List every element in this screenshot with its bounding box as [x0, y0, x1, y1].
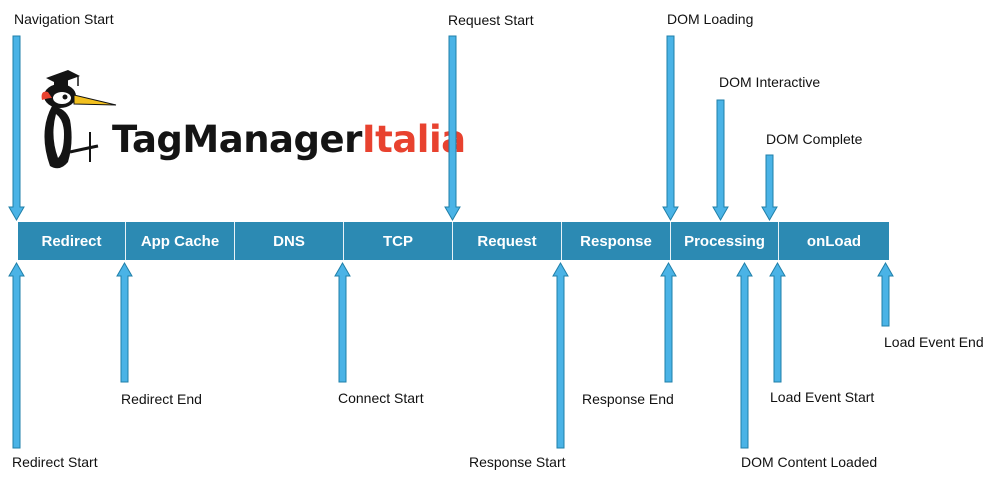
arrow-load-event-end-icon [877, 261, 894, 327]
segment-app-cache: App Cache [126, 222, 235, 260]
arrow-response-start-icon [552, 261, 569, 449]
segment-onload: onLoad [779, 222, 889, 260]
segment-response: Response [562, 222, 671, 260]
label-request-start: Request Start [448, 12, 534, 28]
label-dom-content-loaded: DOM Content Loaded [741, 454, 878, 470]
arrow-request-start-icon [444, 35, 461, 222]
label-connect-start: Connect Start [338, 390, 424, 406]
arrow-dom-interactive-icon [712, 99, 729, 222]
segment-request: Request [453, 222, 562, 260]
label-dom-loading: DOM Loading [667, 11, 754, 27]
logo-text-dark: TagManager [112, 118, 362, 161]
label-redirect-end: Redirect End [121, 391, 202, 407]
arrow-navigation-start-icon [8, 35, 25, 222]
arrow-load-event-start-icon [769, 261, 786, 383]
segment-processing: Processing [671, 222, 779, 260]
arrow-redirect-end-icon [116, 261, 133, 383]
timeline-bar: Redirect App Cache DNS TCP Request Respo… [18, 222, 889, 260]
label-load-event-start: Load Event Start [770, 389, 875, 405]
label-response-end: Response End [582, 391, 674, 407]
label-dom-interactive: DOM Interactive [719, 74, 821, 90]
label-redirect-start: Redirect Start [12, 454, 98, 470]
arrow-dom-complete-icon [761, 154, 778, 222]
label-response-start: Response Start [469, 454, 566, 470]
arrow-dom-content-loaded-icon [736, 261, 753, 449]
label-navigation-start: Navigation Start [14, 11, 114, 27]
woodpecker-logo-icon [41, 70, 117, 169]
label-load-event-end: Load Event End [884, 334, 984, 350]
arrow-redirect-start-icon [8, 261, 25, 449]
arrow-response-end-icon [660, 261, 677, 383]
segment-dns: DNS [235, 222, 344, 260]
segment-tcp: TCP [344, 222, 453, 260]
arrow-dom-loading-icon [662, 35, 679, 222]
segment-redirect: Redirect [18, 222, 126, 260]
arrow-connect-start-icon [334, 261, 351, 383]
label-dom-complete: DOM Complete [766, 131, 863, 147]
